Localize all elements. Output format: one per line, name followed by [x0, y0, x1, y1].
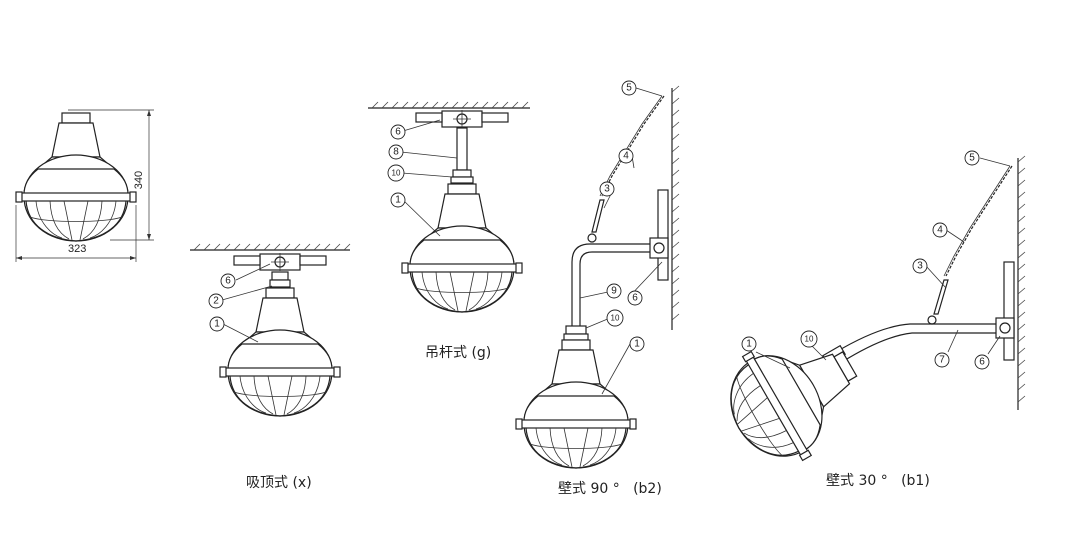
callout-4-wall30: 4	[937, 225, 943, 236]
callout-10-wall30: 10	[805, 335, 814, 344]
callout-3-wall90: 3	[604, 184, 610, 195]
callout-1-pendant: 1	[395, 195, 401, 206]
caption-wall-30-mount: 壁式 30 ° (b1)	[826, 473, 930, 489]
caption-wall-90-mount: 壁式 90 ° (b2)	[558, 481, 662, 497]
callout-7-wall30: 7	[939, 355, 945, 366]
leader-lines	[221, 87, 1011, 395]
callout-8-pendant: 8	[393, 147, 399, 158]
height-dimension-label: 340	[133, 171, 145, 189]
callout-6-wall90: 6	[632, 293, 638, 304]
ceiling-mount-view	[190, 243, 351, 417]
callout-5-wall90: 5	[626, 83, 632, 94]
callout-9-wall90: 9	[611, 286, 617, 297]
callout-6-ceiling: 6	[225, 276, 231, 287]
callout-1-wall30: 1	[746, 339, 752, 350]
caption-ceiling-mount: 吸顶式 (x)	[246, 475, 312, 491]
callout-4-wall90: 4	[623, 151, 629, 162]
callout-3-wall30: 3	[917, 261, 923, 272]
pendant-rod-view	[368, 101, 530, 313]
callout-10-wall90: 10	[611, 314, 620, 323]
caption-pendant-mount: 吊杆式 (g)	[425, 345, 492, 361]
callout-6-pendant: 6	[395, 127, 401, 138]
callout-1-ceiling: 1	[214, 319, 220, 330]
lamp-dimension-view	[15, 109, 154, 262]
callout-5-wall30: 5	[969, 153, 975, 164]
callout-6-wall30: 6	[979, 357, 985, 368]
callout-10-pendant: 10	[392, 169, 401, 178]
wall-30-view	[708, 155, 1026, 481]
callout-1-wall90: 1	[634, 339, 640, 350]
wall-90-view	[515, 85, 680, 469]
width-dimension-label: 323	[68, 243, 86, 255]
callout-2-ceiling: 2	[213, 296, 219, 307]
